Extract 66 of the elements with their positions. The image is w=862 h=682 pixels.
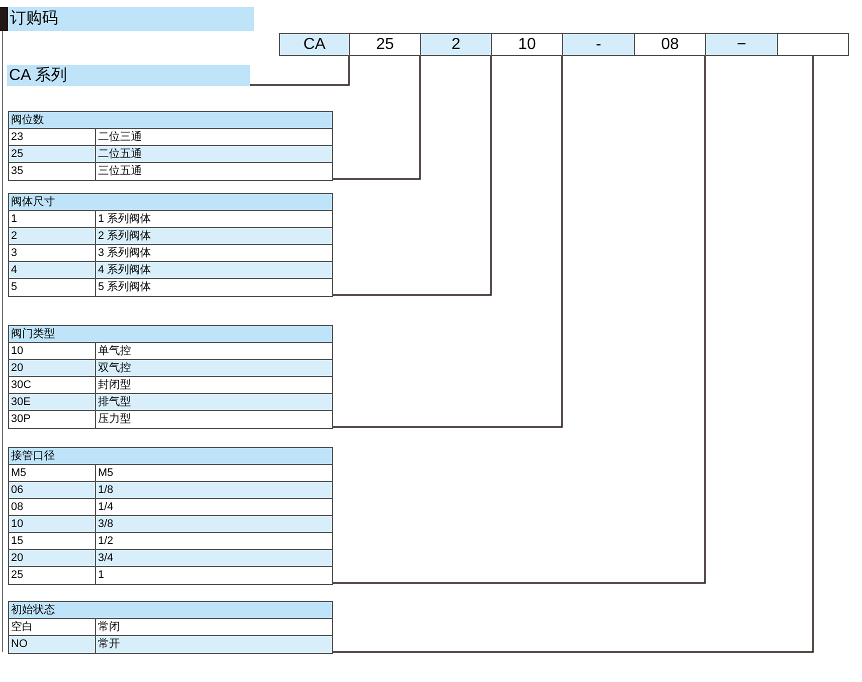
- table-cell: 封闭型: [96, 377, 332, 394]
- table-cell: 1/2: [96, 533, 332, 550]
- option-table: [8, 193, 333, 297]
- code-box: 2: [420, 33, 492, 56]
- connector-line: [333, 56, 814, 653]
- table-cell: 10: [9, 516, 96, 533]
- table-cell: 2 系列阀体: [96, 228, 332, 245]
- table-cell: 30E: [9, 394, 96, 411]
- table-cell: 25: [9, 146, 96, 163]
- table-cell: 23: [9, 129, 96, 146]
- blank-code-box: [777, 33, 849, 56]
- table-cell: 1 系列阀体: [96, 211, 332, 228]
- code-box: -: [562, 33, 635, 56]
- table-cell: 1/4: [96, 499, 332, 516]
- code-box: 25: [349, 33, 421, 56]
- option-table: [8, 325, 333, 429]
- table-cell: 25: [9, 567, 96, 584]
- table-cell: 二位三通: [96, 129, 332, 146]
- table-cell: 5: [9, 279, 96, 296]
- table-cell: 30C: [9, 377, 96, 394]
- code-box: −: [705, 33, 778, 56]
- table-cell: 10: [9, 343, 96, 360]
- table-header: 阀位数: [9, 112, 332, 129]
- table-cell: 空白: [9, 619, 96, 636]
- option-table: [8, 601, 333, 654]
- connector-line: [250, 56, 350, 86]
- series-label-band: CA 系列: [7, 65, 250, 86]
- table-cell: 3/4: [96, 550, 332, 567]
- table-cell: 15: [9, 533, 96, 550]
- table-cell: 20: [9, 360, 96, 377]
- table-cell: 单气控: [96, 343, 332, 360]
- table-cell: 1/8: [96, 482, 332, 499]
- table-cell: 4: [9, 262, 96, 279]
- table-cell: 排气型: [96, 394, 332, 411]
- table-header: 接管口径: [9, 448, 332, 465]
- table-cell: 3: [9, 245, 96, 262]
- table-cell: 06: [9, 482, 96, 499]
- table-cell: M5: [9, 465, 96, 482]
- heading-band: 订购码: [8, 7, 254, 31]
- table-cell: 2: [9, 228, 96, 245]
- table-cell: 3 系列阀体: [96, 245, 332, 262]
- table-cell: 35: [9, 163, 96, 180]
- table-cell: 3/8: [96, 516, 332, 533]
- connector-line: [333, 56, 563, 428]
- table-cell: 常开: [96, 636, 332, 653]
- code-box: CA: [279, 33, 350, 56]
- table-cell: 30P: [9, 411, 96, 428]
- table-cell: NO: [9, 636, 96, 653]
- table-cell: 双气控: [96, 360, 332, 377]
- table-header: 阀门类型: [9, 326, 332, 343]
- connector-line: [333, 56, 421, 180]
- table-header: 阀体尺寸: [9, 194, 332, 211]
- table-cell: 常闭: [96, 619, 332, 636]
- table-cell: 20: [9, 550, 96, 567]
- connector-line: [333, 56, 492, 296]
- table-cell: 1: [9, 211, 96, 228]
- table-cell: M5: [96, 465, 332, 482]
- connector-line: [333, 56, 706, 584]
- table-cell: 二位五通: [96, 146, 332, 163]
- code-box: 08: [634, 33, 706, 56]
- option-table: [8, 111, 333, 181]
- table-cell: 4 系列阀体: [96, 262, 332, 279]
- table-cell: 08: [9, 499, 96, 516]
- code-box: 10: [491, 33, 563, 56]
- table-header: 初始状态: [9, 602, 332, 619]
- option-table: [8, 447, 333, 585]
